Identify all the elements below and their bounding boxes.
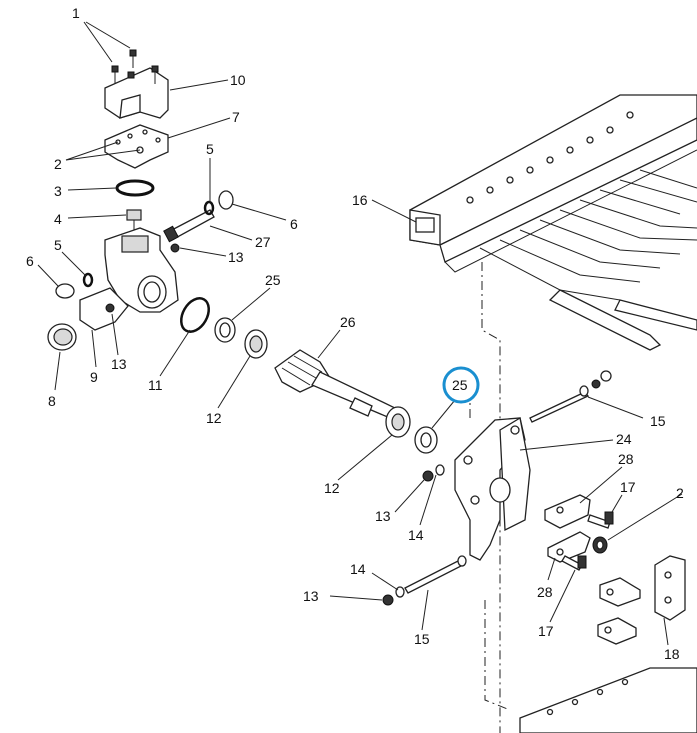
washer-14-nut-13-mid: [422, 464, 445, 482]
callout-17-upper: 17: [620, 479, 636, 495]
bearing-12-right: [385, 406, 411, 438]
housing-main: [79, 227, 179, 331]
callout-16: 16: [352, 192, 368, 208]
callout-12-left: 12: [206, 410, 222, 426]
arm-24: [454, 416, 531, 561]
callout-13-upper: 13: [228, 249, 244, 265]
callout-5-upper: 5: [206, 141, 214, 157]
bolts-1: [111, 49, 159, 84]
callout-25-highlighted: 25: [452, 377, 468, 393]
callout-24: 24: [616, 431, 632, 447]
oring-11: [180, 297, 210, 333]
callout-13-mid: 13: [375, 508, 391, 524]
bolt-15-upper: [529, 370, 612, 423]
callout-25-upper: 25: [265, 272, 281, 288]
frame-lower-piece: [519, 667, 697, 733]
callout-11: 11: [148, 377, 163, 393]
callout-18: 18: [664, 646, 680, 662]
callout-12-right: 12: [324, 480, 340, 496]
ring-5-left: [82, 272, 94, 288]
callout-13-left: 13: [111, 356, 127, 372]
callout-6-right: 6: [290, 216, 298, 232]
callout-1: 1: [72, 5, 80, 21]
seal-8: [47, 323, 77, 351]
leader-lines: [37, 21, 683, 646]
callout-14-lower: 14: [350, 561, 366, 577]
callout-6-left: 6: [26, 253, 34, 269]
callout-3: 3: [54, 183, 62, 199]
callout-5-left: 5: [54, 237, 62, 253]
shaft-26: [274, 349, 396, 419]
washer-25-left: [214, 317, 236, 343]
callout-4: 4: [54, 211, 62, 227]
callout-7: 7: [232, 109, 240, 125]
callout-15-lower: 15: [414, 631, 430, 647]
shaft-27: [163, 190, 234, 243]
bearing-12-left: [244, 329, 268, 359]
oring-3: [115, 179, 155, 197]
frame-assembly: [409, 94, 697, 351]
callout-2-right: 2: [676, 485, 684, 501]
bolt-13-lower-left: [105, 303, 115, 313]
callout-26: 26: [340, 314, 356, 330]
callout-14-mid: 14: [408, 527, 424, 543]
callout-8: 8: [48, 393, 56, 409]
links-18: [597, 555, 686, 645]
bolt-13-upper: [170, 243, 180, 253]
callout-9: 9: [90, 369, 98, 385]
cover-10: [104, 67, 169, 119]
plates-28: [544, 494, 591, 563]
callout-27: 27: [255, 234, 271, 250]
plug-6-left: [55, 283, 75, 299]
bolts-17: [561, 511, 614, 571]
highlight-circle: [442, 366, 480, 404]
bearing-2-right: [592, 536, 608, 554]
washer-25-highlighted: [414, 426, 438, 454]
plate-7: [104, 124, 169, 169]
callout-15-upper: 15: [650, 413, 666, 429]
callout-2-upper: 2: [54, 156, 62, 172]
callout-28-lower: 28: [537, 584, 553, 600]
callout-17-lower: 17: [538, 623, 554, 639]
callout-13-lower: 13: [303, 588, 319, 604]
callout-labels: 1 10 7 2 3 5 4 6 27 5 6 13 25 26 8 9 13 …: [26, 5, 684, 662]
callout-10: 10: [230, 72, 246, 88]
bolt-15-lower: [382, 555, 467, 606]
callout-28-upper: 28: [618, 451, 634, 467]
